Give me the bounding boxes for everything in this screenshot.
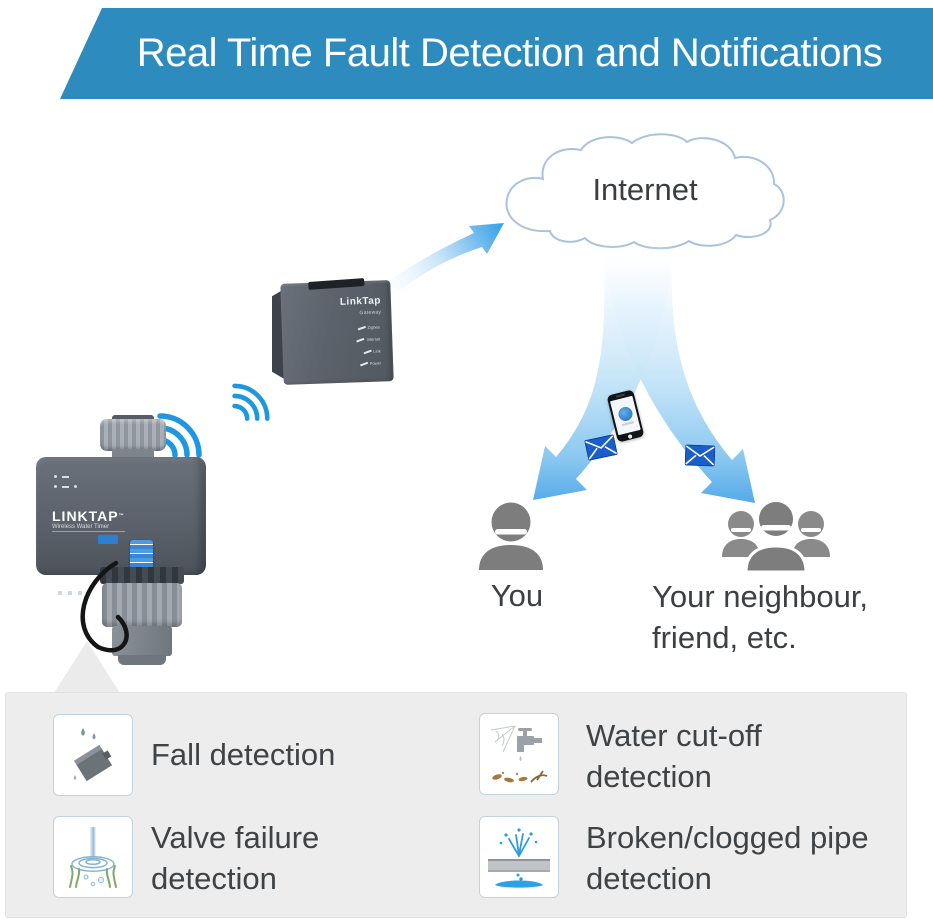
features-panel: Fall detection Valve failure detect xyxy=(5,692,907,918)
feature-label: Fall detection xyxy=(151,737,336,772)
sensor-cable xyxy=(80,560,129,653)
broken-pipe-icon xyxy=(479,816,559,898)
you-label: You xyxy=(490,578,544,613)
gateway-led-zigbee: Zigbee xyxy=(357,325,380,331)
timer-subtitle: Wireless Water Timer xyxy=(52,524,125,532)
timer-manual-button xyxy=(130,540,153,575)
gateway-led-link: Link xyxy=(363,348,381,354)
single-person-icon xyxy=(479,502,543,570)
timer-status-icons xyxy=(54,485,77,488)
valve-failure-icon xyxy=(53,816,133,898)
feature-label: Valve failure detection xyxy=(151,820,320,896)
internet-cloud: Internet xyxy=(505,133,785,250)
email-icon xyxy=(584,434,618,461)
notification-fork-arrow xyxy=(533,245,755,503)
timer-outlet-body xyxy=(112,626,172,656)
gateway-device: LinkTap Gateway Zigbee Internet Link Pow… xyxy=(272,278,394,388)
phone-home-button xyxy=(627,433,633,439)
gateway-brand-text: LinkTap xyxy=(339,295,382,308)
timer-valve-collar xyxy=(100,567,184,584)
page-title: Real Time Fault Detection and Notificati… xyxy=(136,31,883,75)
gateway-model-text: Gateway xyxy=(359,309,382,317)
timer-brand-text: LinkTap xyxy=(52,508,119,524)
gateway-front-face: LinkTap Gateway Zigbee Internet Link Pow… xyxy=(280,278,394,385)
gateway-to-cloud-arrow xyxy=(376,223,504,302)
timer-logo: LinkTap™ Wireless Water Timer xyxy=(52,509,125,532)
people-group-icon xyxy=(722,499,830,572)
feature-label: Water cut-off detection xyxy=(586,718,762,794)
others-label-line2: friend, etc. xyxy=(652,620,797,655)
timer-model-chip xyxy=(98,535,118,544)
gateway-led-power: Power xyxy=(359,360,381,366)
gateway-led-labels: Zigbee Internet Link Power xyxy=(356,325,381,367)
gateway-brand: LinkTap Gateway xyxy=(339,295,382,318)
timer-status-leds xyxy=(54,475,69,478)
timer-outlet-tip xyxy=(118,655,166,665)
title-banner: Real Time Fault Detection and Notificati… xyxy=(60,8,933,99)
feature-label: Broken/clogged pipe detection xyxy=(586,820,869,896)
internet-label: Internet xyxy=(592,172,698,207)
timer-body: LinkTap™ Wireless Water Timer xyxy=(36,457,206,595)
others-label-line1: Your neighbour, xyxy=(652,579,869,614)
phone-screen-line xyxy=(621,420,634,426)
timer-bottom-markings xyxy=(58,591,82,595)
gateway-top-slot xyxy=(308,278,365,290)
wifi-signal-icon xyxy=(232,383,270,421)
water-timer-device: LinkTap™ Wireless Water Timer xyxy=(36,415,216,665)
others-label: Your neighbour, friend, etc. xyxy=(652,576,932,658)
email-icon xyxy=(684,444,716,467)
timer-valve-knurl xyxy=(102,583,182,627)
trademark-symbol: ™ xyxy=(118,513,125,519)
gateway-led-internet: Internet xyxy=(356,336,380,342)
timer-swivel-connector xyxy=(100,419,166,451)
linktap-app-icon xyxy=(616,405,634,423)
fall-detection-icon xyxy=(53,714,133,796)
water-cutoff-icon xyxy=(479,713,559,795)
fork-right-branch xyxy=(603,245,755,503)
